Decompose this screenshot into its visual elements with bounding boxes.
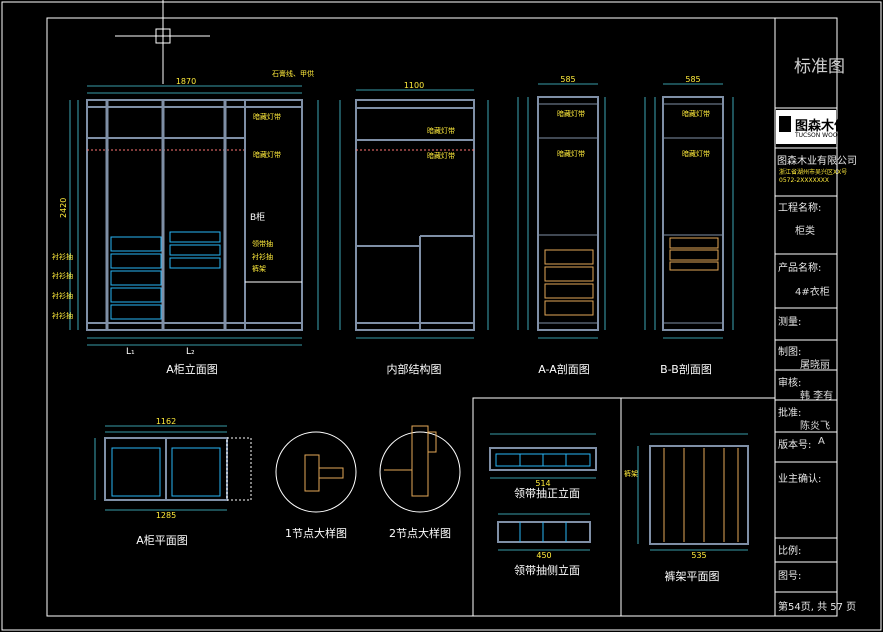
product-value: 4#衣柜 xyxy=(795,287,830,298)
dim-tie-width: 514 xyxy=(535,479,550,488)
dim-a-height: 2420 xyxy=(59,198,68,218)
annotation-b-cabinet: B柜 xyxy=(250,211,265,223)
view-title-a-plan: A柜平面图 xyxy=(136,534,188,547)
review-value: 韩 李有 xyxy=(800,391,834,402)
brand-name: 图森木作 xyxy=(795,119,848,134)
tie-drawer-panel-frame xyxy=(472,397,622,617)
project-label: 工程名称: xyxy=(778,203,822,214)
view-title-pants-plan: 裤架平面图 xyxy=(665,569,720,583)
annotation-dark-light-aa1: 暗藏灯带 xyxy=(557,109,585,118)
inner-frame xyxy=(46,17,838,617)
project-value: 柜类 xyxy=(795,226,815,237)
node2-detail-geometry xyxy=(384,425,437,497)
a-plan-dimensions xyxy=(94,425,227,511)
dim-aa-width: 585 xyxy=(560,75,575,84)
pants-rack-drawing xyxy=(649,445,749,545)
annotation-dark-light-a2: 暗藏灯带 xyxy=(253,150,281,159)
view-title-a-elevation: A柜立面图 xyxy=(166,362,218,376)
company-name: 图森木业有限公司 xyxy=(777,156,857,167)
annotation-dark-light-internal: 暗藏灯带 xyxy=(427,126,455,135)
node2-detail-circle xyxy=(379,431,461,513)
dim-bb-width: 585 xyxy=(685,75,700,84)
tie-drawer-front-drawing xyxy=(489,447,597,471)
annotation-shirt-drawer-l4: 衬衫抽 xyxy=(52,311,73,320)
view-title-tie-front: 领带抽正立面 xyxy=(514,486,580,500)
node1-detail-geometry xyxy=(304,454,344,492)
view-title-aa-section: A-A剖面图 xyxy=(538,362,590,376)
page-indicator: 第54页, 共 57 页 xyxy=(778,602,857,613)
annotation-shirt-drawer-l1: 衬衫抽 xyxy=(52,252,73,261)
drawing-number-label: 图号: xyxy=(778,571,802,582)
annotation-dark-light-aa2: 暗藏灯带 xyxy=(557,149,585,158)
dim-internal-width: 1100 xyxy=(404,81,424,90)
annotation-dark-light-bb1: 暗藏灯带 xyxy=(682,109,710,118)
annotation-dark-light-internal2: 暗藏灯带 xyxy=(427,151,455,160)
view-title-node2: 2节点大样图 xyxy=(389,526,451,540)
annotation-cap-board: 石膏线、甲供 xyxy=(272,69,314,78)
node1-detail-circle xyxy=(275,431,357,513)
company-address: 浙江省湖州市吴兴区XX号 xyxy=(779,169,848,176)
dim-a-width: 1870 xyxy=(176,77,196,86)
annotation-tie-drawer: 领带抽 xyxy=(252,239,273,248)
version-value: A xyxy=(818,436,825,447)
a-cabinet-elevation xyxy=(86,99,303,331)
annotation-shirt-drawer-l3: 衬衫抽 xyxy=(52,291,73,300)
annotation-l2: L₂ xyxy=(186,347,195,357)
tie-drawer-dimensions xyxy=(490,433,596,551)
a-elevation-dimensions xyxy=(69,85,319,346)
tie-drawer-side-drawing xyxy=(497,521,591,543)
view-title-node1: 1节点大样图 xyxy=(285,526,347,540)
bb-dimensions xyxy=(644,83,734,339)
survey-label: 测量: xyxy=(778,317,802,328)
approve-label: 批准: xyxy=(778,408,802,419)
owner-confirm-label: 业主确认: xyxy=(778,474,822,485)
dim-pants-width: 535 xyxy=(691,551,706,560)
company-phone: 0572-2XXXXXXX xyxy=(779,177,830,184)
approve-value: 陈炎飞 xyxy=(800,421,830,432)
view-title-tie-side: 领带抽侧立面 xyxy=(514,563,580,577)
titleblock-header: 标准图 xyxy=(794,57,845,77)
dim-a-plan-bottom: 1285 xyxy=(156,511,176,520)
annotation-l1: L₁ xyxy=(126,347,135,357)
review-label: 审核: xyxy=(778,378,802,389)
annotation-shirt-drawer-l2: 衬衫抽 xyxy=(52,271,73,280)
a-plan-drawing xyxy=(104,437,252,501)
pants-rack-dimensions xyxy=(637,433,748,551)
scale-label: 比例: xyxy=(778,546,802,557)
drafter-value: 屠晓丽 xyxy=(800,360,830,371)
version-label: 版本号: xyxy=(778,440,812,451)
product-label: 产品名称: xyxy=(778,263,822,274)
bb-section-drawing xyxy=(662,96,724,331)
aa-section-drawing xyxy=(537,96,599,331)
brand-logo-mark xyxy=(779,116,791,132)
annotation-shirt-drawer-right: 衬衫抽 xyxy=(252,252,273,261)
annotation-pants-rack: 裤架 xyxy=(252,264,266,273)
annotation-dark-light-bb2: 暗藏灯带 xyxy=(682,149,710,158)
crosshair-cursor-icon xyxy=(115,0,210,84)
drafter-label: 制图: xyxy=(778,347,802,358)
pants-rack-panel-frame xyxy=(620,397,776,617)
internal-structure-drawing xyxy=(355,99,475,331)
annotation-dark-light-a1: 暗藏灯带 xyxy=(253,112,281,121)
view-title-bb-section: B-B剖面图 xyxy=(660,362,712,376)
internal-dimensions xyxy=(339,89,489,339)
aa-dimensions xyxy=(517,83,606,339)
view-title-internal: 内部结构图 xyxy=(387,362,442,376)
dim-tie-side-width: 450 xyxy=(536,551,551,560)
annotation-pants-rack-plan: 裤架 xyxy=(624,469,638,478)
brand-name-en: TUCSON WOOD xyxy=(795,132,843,139)
dim-a-plan-top: 1162 xyxy=(156,417,176,426)
